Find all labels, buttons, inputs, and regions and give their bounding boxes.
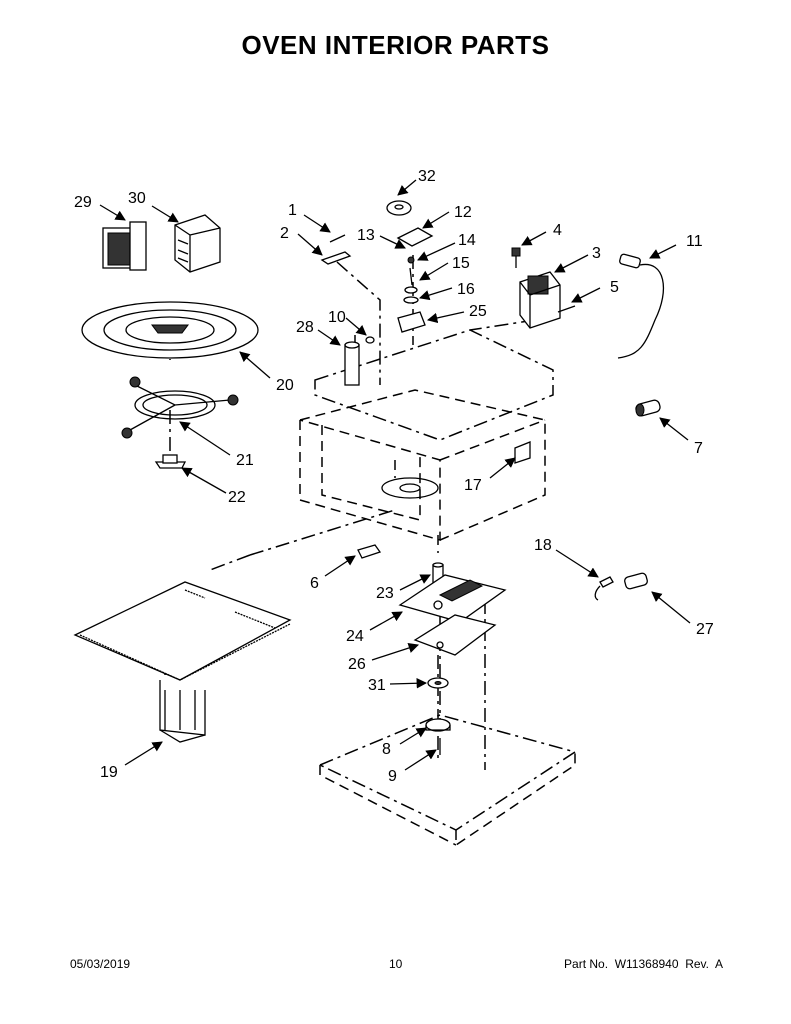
- base-plate: [318, 714, 577, 847]
- part-28-sleeve: [344, 341, 360, 386]
- callout-29: 29: [74, 194, 92, 211]
- callout-7: 7: [694, 440, 703, 457]
- part-13-16-shaft-parts: [403, 256, 419, 304]
- callout-25: 25: [469, 303, 487, 320]
- callout-30: 30: [128, 190, 146, 207]
- part-32-washer: [386, 200, 412, 216]
- part-19-base-tray: [73, 581, 292, 743]
- callout-27: 27: [696, 621, 714, 638]
- callout-8: 8: [382, 741, 391, 758]
- part-5-spring: [557, 305, 576, 313]
- part-20-turntable-tray: [81, 301, 259, 359]
- part-30-transformer: [174, 214, 221, 273]
- callout-10: 10: [328, 309, 346, 326]
- footer-date: 05/03/2019: [70, 957, 131, 971]
- callout-18: 18: [534, 537, 552, 554]
- callout-15: 15: [452, 255, 470, 272]
- part-3-solenoid: [519, 271, 561, 329]
- callout-6: 6: [310, 575, 319, 592]
- footer-part-number: Part No. W11368940 Rev. A: [564, 957, 723, 971]
- part-18-connector: [594, 576, 614, 601]
- callout-11: 11: [686, 233, 703, 250]
- part-31-washer: [427, 677, 449, 689]
- part-27-capacitor: [624, 572, 648, 590]
- part-24-plate: [398, 574, 507, 623]
- page-title: OVEN INTERIOR PARTS: [241, 30, 550, 60]
- callout-12: 12: [454, 204, 472, 221]
- callout-1: 1: [288, 202, 297, 219]
- callout-17: 17: [464, 477, 482, 494]
- part-29-transformer: [102, 221, 147, 271]
- part-26-plate: [413, 614, 497, 656]
- footer-page-number: 10: [389, 957, 403, 971]
- part-11-sensor: [617, 253, 665, 359]
- callout-13: 13: [357, 227, 375, 244]
- part-22-coupler: [154, 454, 187, 469]
- callout-5: 5: [610, 279, 619, 296]
- callout-28: 28: [296, 319, 314, 336]
- part-1-2-latch: [320, 234, 352, 265]
- callout-9: 9: [388, 768, 397, 785]
- callout-labels: 1 2 3 4 5 6 7 8 9 10 11 12 13 14 15 16 1…: [74, 168, 714, 785]
- part-25-mount: [397, 311, 426, 333]
- part-17-bracket: [514, 441, 531, 464]
- part-7-fuse: [635, 399, 661, 417]
- callout-24: 24: [346, 628, 364, 645]
- callout-19: 19: [100, 764, 118, 781]
- callout-32: 32: [418, 168, 436, 185]
- callout-2: 2: [280, 225, 289, 242]
- part-6-clip: [357, 544, 382, 559]
- callout-4: 4: [553, 222, 562, 239]
- leader-lines: [99, 179, 691, 771]
- part-10-clip: [365, 336, 375, 344]
- callout-20: 20: [276, 377, 294, 394]
- oven-cavity: [299, 329, 554, 553]
- part-4-screw: [511, 247, 521, 268]
- part-21-roller-ring: [121, 376, 239, 439]
- callout-23: 23: [376, 585, 394, 602]
- callout-21: 21: [236, 452, 254, 469]
- callout-26: 26: [348, 656, 366, 673]
- callout-16: 16: [457, 281, 475, 298]
- part-8-motor: [425, 718, 451, 732]
- callout-31: 31: [368, 677, 386, 694]
- callout-22: 22: [228, 489, 246, 506]
- callout-14: 14: [458, 232, 476, 249]
- part-12-bracket: [396, 227, 434, 247]
- callout-3: 3: [592, 245, 601, 262]
